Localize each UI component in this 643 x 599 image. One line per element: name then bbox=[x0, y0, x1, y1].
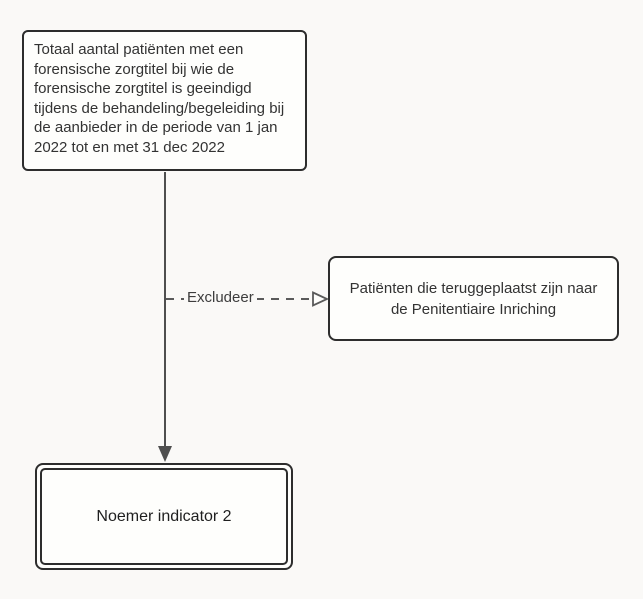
node-noemer-indicator: Noemer indicator 2 bbox=[35, 463, 293, 570]
node-excluded-patients-line: de Penitentiaire Inriching bbox=[390, 300, 557, 318]
node-total-patients-line: forensische zorgtitel is geeindigd bbox=[34, 80, 252, 97]
node-excluded-patients-line: Patiënten die teruggeplaatst zijn naar bbox=[349, 279, 598, 297]
node-total-patients-line: Totaal aantal patiënten met een bbox=[34, 41, 244, 58]
node-excluded-patients: Patiënten die teruggeplaatst zijn naar d… bbox=[328, 256, 619, 341]
node-noemer-indicator-inner: Noemer indicator 2 bbox=[40, 468, 288, 565]
exclude-arrowhead-icon bbox=[312, 291, 330, 307]
main-flow-arrowhead-icon bbox=[158, 446, 172, 462]
node-noemer-indicator-label: Noemer indicator 2 bbox=[96, 507, 232, 525]
node-total-patients-line: forensische zorgtitel bij wie de bbox=[34, 60, 235, 78]
node-total-patients-line: de aanbieder in de periode van 1 jan bbox=[34, 119, 278, 136]
exclude-edge-label: Excludeer bbox=[184, 288, 257, 308]
node-total-patients-line: 2022 tot en met 31 dec 2022 bbox=[34, 138, 225, 156]
node-total-patients: Totaal aantal patiënten met een forensis… bbox=[22, 30, 307, 171]
node-total-patients-line: tijdens de behandeling/begeleiding bij bbox=[34, 99, 285, 117]
